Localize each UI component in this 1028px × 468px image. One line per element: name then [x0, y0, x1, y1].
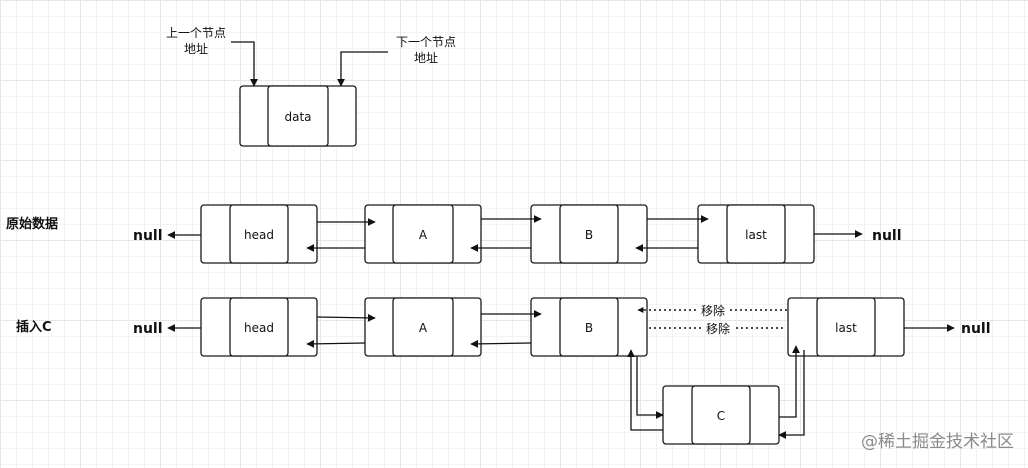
legend-node-data: data	[284, 110, 311, 124]
prev-pointer-arrow	[627, 349, 663, 431]
svg-text:下一个节点: 下一个节点	[396, 35, 456, 49]
list-node-a: A	[364, 204, 482, 264]
legend-prev-label: 上一个节点 地址	[166, 26, 226, 56]
prev-pointer-arrow	[470, 339, 532, 348]
svg-text:A: A	[419, 228, 428, 242]
next-pointer-arrow	[636, 356, 664, 419]
svg-text:地址: 地址	[184, 42, 208, 56]
svg-text:B: B	[585, 228, 593, 242]
next-pointer-arrow	[316, 313, 376, 322]
list-node-head: head	[200, 297, 318, 357]
list-node-b: B	[530, 204, 648, 264]
list-node-a: A	[364, 297, 482, 357]
row-label-original: 原始数据	[6, 216, 58, 232]
svg-text:last: last	[745, 228, 767, 242]
svg-text:C: C	[717, 409, 725, 423]
row-label-insert: 插入C	[16, 319, 52, 335]
list-node-last: last	[697, 204, 815, 264]
legend-next-label: 下一个节点 地址	[396, 35, 456, 65]
svg-text:last: last	[835, 321, 857, 335]
list-node-b: B	[530, 297, 648, 357]
watermark: @稀土掘金技术社区	[861, 432, 1014, 452]
svg-text:上一个节点: 上一个节点	[166, 26, 226, 40]
null-label: null	[133, 228, 163, 244]
null-label: null	[872, 228, 902, 244]
removal-label: 移除	[701, 303, 725, 318]
prev-pointer-arrow	[778, 350, 805, 439]
legend-prev-arrow	[231, 41, 258, 87]
list-node-head: head	[200, 204, 318, 264]
null-label: null	[961, 321, 991, 337]
prev-pointer-arrow	[306, 339, 366, 348]
legend-node: data	[239, 85, 357, 147]
svg-text:head: head	[244, 321, 274, 335]
svg-text:head: head	[244, 228, 274, 242]
svg-text:A: A	[419, 321, 428, 335]
svg-text:B: B	[585, 321, 593, 335]
list-node-c: C	[662, 385, 780, 445]
legend-next-arrow	[337, 51, 388, 87]
svg-text:地址: 地址	[414, 51, 438, 65]
removal-label: 移除	[706, 321, 730, 336]
list-node-last: last	[787, 297, 905, 357]
null-label: null	[133, 321, 163, 337]
next-pointer-arrow	[779, 345, 800, 418]
